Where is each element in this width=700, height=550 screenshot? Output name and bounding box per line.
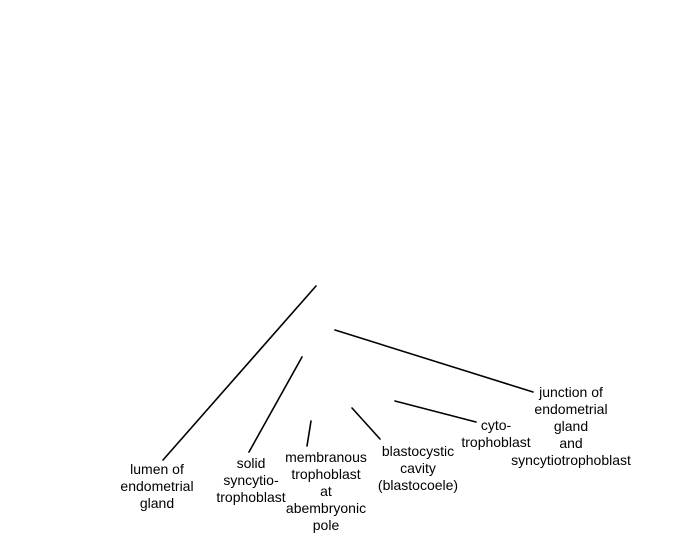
leader-line-cytotrophoblast [394, 400, 477, 423]
leader-line-junction [334, 329, 534, 393]
label-blastocystic-cavity: blastocystic cavity (blastocoele) [377, 443, 459, 493]
leader-line-blastocystic-cavity [351, 407, 381, 440]
leader-line-lumen [162, 285, 317, 461]
leader-line-solid-syncytiotrophoblast [248, 356, 303, 453]
label-cytotrophoblast: cyto- trophoblast [461, 417, 531, 450]
label-lumen-of-endometrial-gland: lumen of endometrial gland [120, 461, 194, 511]
label-membranous-trophoblast: membranous trophoblast at abembryonic po… [285, 449, 367, 533]
label-junction-of-gland-and-syncytiotrophoblast: junction of endometrial gland and syncyt… [511, 384, 631, 468]
leader-line-membranous-trophoblast [306, 420, 312, 447]
label-solid-syncytiotrophoblast: solid syncytio- trophoblast [216, 455, 286, 505]
